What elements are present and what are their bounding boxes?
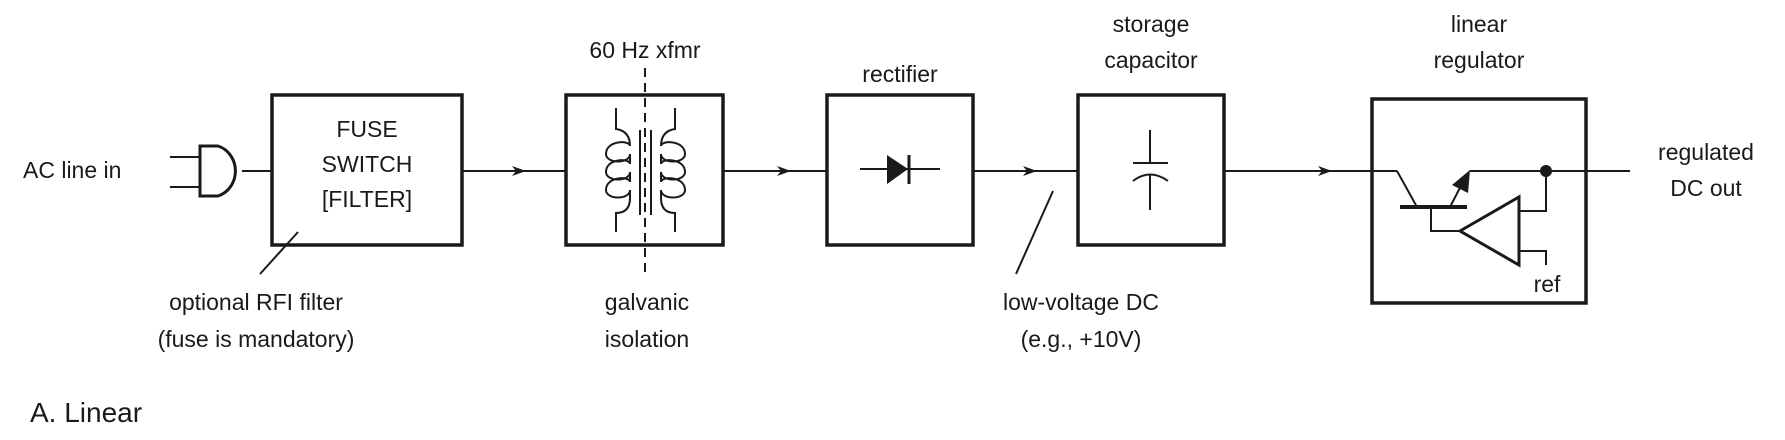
capacitor-label-line2: capacitor	[1104, 47, 1198, 73]
regulator-label-line1: linear	[1451, 11, 1508, 37]
transformer-block	[564, 68, 725, 272]
fuse-annotation-line1: optional RFI filter	[169, 289, 343, 315]
linear-regulator-block: ref	[1370, 97, 1630, 305]
xfmr-label: 60 Hz xfmr	[589, 37, 701, 63]
dc-annotation-line2: (e.g., +10V)	[1021, 326, 1142, 352]
output-label-line1: regulated	[1658, 139, 1754, 165]
input-label: AC line in	[23, 157, 121, 183]
galvanic-annotation-line1: galvanic	[605, 289, 689, 315]
diode-icon	[860, 155, 940, 184]
dc-annotation-line1: low-voltage DC	[1003, 289, 1159, 315]
ac-plug-icon	[170, 144, 272, 198]
switch-text: SWITCH	[322, 151, 413, 177]
fuse-text: FUSE	[336, 116, 397, 142]
opamp-icon	[1430, 171, 1547, 268]
diagram-caption: A. Linear	[30, 397, 142, 428]
capacitor-icon	[1132, 130, 1169, 210]
ref-label: ref	[1534, 271, 1561, 297]
capacitor-label-line1: storage	[1113, 11, 1190, 37]
filter-text: [FILTER]	[322, 186, 412, 212]
output-label-line2: DC out	[1670, 175, 1742, 201]
storage-capacitor-block	[1076, 93, 1226, 247]
regulator-label-line2: regulator	[1434, 47, 1525, 73]
fuse-switch-block: FUSE SWITCH [FILTER]	[270, 93, 464, 247]
rectifier-block	[825, 93, 975, 247]
galvanic-annotation-line2: isolation	[605, 326, 689, 352]
transformer-icon	[604, 108, 687, 232]
leader-line-dc	[1015, 190, 1054, 275]
leader-line-fuse	[259, 231, 299, 275]
rectifier-label: rectifier	[862, 61, 938, 87]
fuse-annotation-line2: (fuse is mandatory)	[158, 326, 355, 352]
transistor-icon	[1372, 165, 1630, 209]
